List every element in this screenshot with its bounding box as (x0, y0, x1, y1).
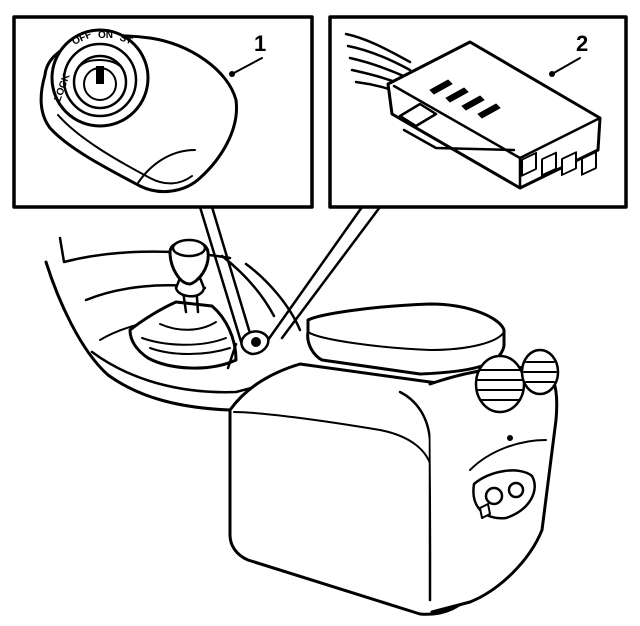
tunnel-side-upper (220, 254, 276, 318)
armrest-lid (306, 302, 506, 376)
connector-rib-1 (429, 79, 453, 95)
connector-top-edge (518, 116, 602, 160)
connector-rib-2 (445, 87, 469, 103)
callout-number-2: 2 (576, 31, 588, 56)
bezel-crease (137, 149, 196, 184)
tunnel-side-lower (244, 262, 302, 332)
terminal-cavity-3 (561, 151, 577, 177)
console-top-edge (233, 411, 433, 471)
rear-control-knob-2 (507, 481, 525, 499)
connector-latch (398, 102, 438, 128)
pointer-line-1a (198, 205, 244, 347)
rear-panel-indicator (507, 435, 513, 441)
connector-rib-4 (477, 103, 501, 119)
boot-fold-3 (159, 321, 217, 331)
rear-vent-left (474, 354, 526, 414)
shift-knob-top (171, 238, 207, 258)
center-console (44, 236, 560, 616)
bezel-edge (57, 114, 193, 185)
rear-control-knob-1 (484, 486, 504, 506)
rear-vent-right (520, 348, 560, 396)
callout-number-1: 1 (254, 31, 266, 56)
console-rear-corner (398, 390, 432, 602)
pointer-line-2a (280, 205, 382, 340)
callout-leader-2 (551, 57, 581, 75)
inset-connector: 2 (328, 15, 628, 209)
callout-dot-1 (229, 71, 235, 77)
dash-outline (44, 260, 232, 412)
key-slot (96, 66, 104, 84)
cylinder-highlight (79, 59, 121, 67)
boot-fold-2 (149, 347, 231, 355)
callout-leader-1 (231, 57, 263, 75)
tray-front (90, 350, 276, 394)
switch-harness (226, 342, 238, 370)
callout-dot-2 (549, 71, 555, 77)
armrest-seam (307, 331, 505, 351)
switch-label-on: ON (98, 30, 113, 41)
shift-boot (128, 300, 238, 370)
console-key-slot (251, 337, 261, 347)
terminal-cavity-4 (581, 150, 597, 176)
inset-ignition-switch: LOCK OFF ON ST 1 (12, 15, 314, 209)
connector-rib-3 (461, 95, 485, 111)
wire-2 (346, 44, 412, 72)
pointer-line-1b (210, 205, 254, 342)
rear-control-button (479, 503, 491, 519)
connector-front-face (390, 84, 522, 190)
wire-1 (344, 32, 412, 64)
inset-pointer-lines (198, 205, 382, 347)
switch-label-st: ST (118, 32, 134, 47)
connector-latch-arm (402, 128, 516, 152)
boot-fold-1 (141, 337, 227, 346)
terminal-cavity-1 (521, 151, 537, 177)
pointer-line-2b (266, 205, 364, 342)
rear-panel-line (469, 439, 547, 471)
terminal-cavity-2 (541, 151, 557, 177)
